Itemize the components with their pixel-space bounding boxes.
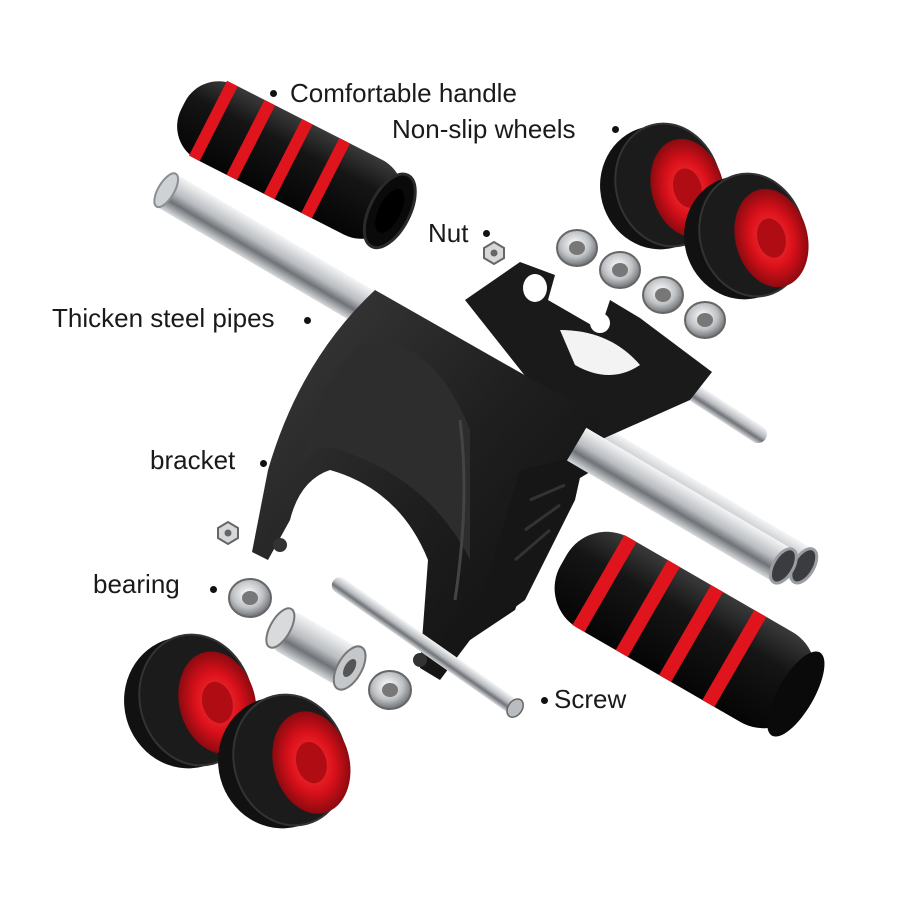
upper-bearings — [483, 229, 726, 339]
label-non-slip-wheels: Non-slip wheels — [392, 114, 576, 144]
label-bearing: bearing — [93, 569, 180, 599]
lower-handle — [554, 531, 825, 737]
label-screw: Screw — [554, 684, 627, 714]
wheel-upper-right — [684, 172, 809, 300]
label-comfortable-handle: Comfortable handle — [290, 78, 517, 108]
pipes-callout-dot — [304, 317, 311, 324]
bracket — [252, 262, 712, 680]
screw-callout-dot — [541, 697, 548, 704]
nut-callout-dot — [483, 230, 490, 237]
upper-handle — [177, 80, 417, 250]
label-bracket: bracket — [150, 445, 236, 475]
label-thicken-steel-pipes: Thicken steel pipes — [52, 303, 275, 333]
label-nut: Nut — [428, 218, 469, 248]
bracket-callout-dot — [260, 460, 267, 467]
handle-callout-dot — [270, 90, 277, 97]
front-screw — [331, 577, 524, 718]
wheels-callout-dot — [612, 126, 619, 133]
bearing-callout-dot — [210, 586, 217, 593]
steel-pipe-front — [566, 427, 798, 585]
wheel-lower-right — [218, 693, 351, 829]
lower-hardware — [217, 520, 412, 710]
